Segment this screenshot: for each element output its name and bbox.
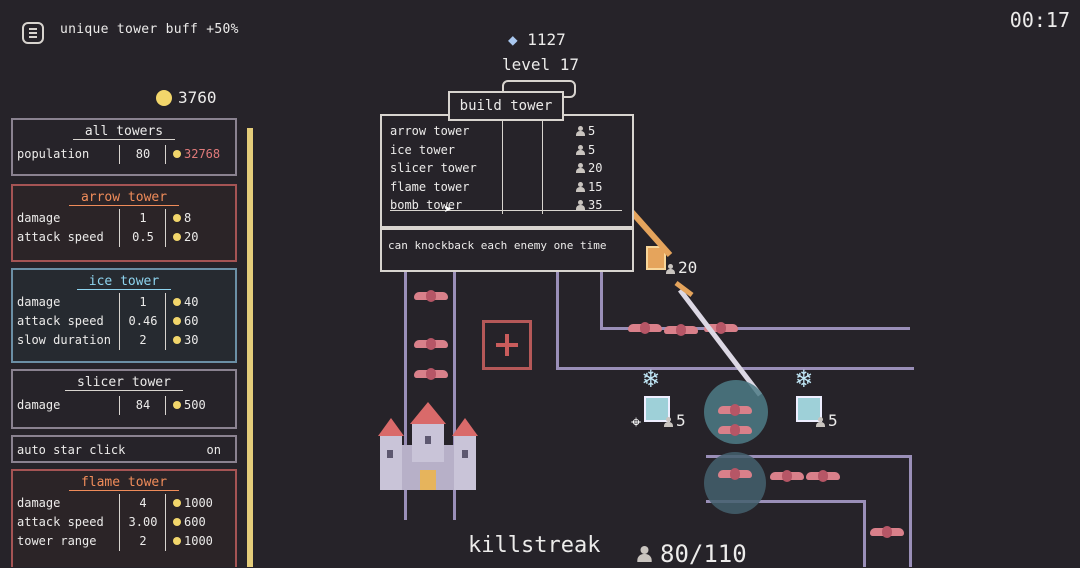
menu-button[interactable] [22,22,44,44]
pointer-icon: ➤ [444,202,453,218]
ice-tower[interactable] [644,396,670,422]
bat-enemy [414,338,448,352]
timer: 00:17 [1009,8,1070,32]
ice-tower-cost: 5 [816,411,838,430]
cursor-icon: ⌖ [631,412,642,433]
panel-title: slicer tower [65,375,183,391]
gold-counter: 3760 [156,88,217,107]
bat-enemy [718,424,752,438]
build-option-flame[interactable]: flame tower [390,179,470,194]
panel-title: all towers [72,124,176,140]
build-cost: 15 [576,178,602,197]
enemy-lane [706,500,866,567]
buff-text: unique tower buff +50% [60,22,239,37]
ice-tower-cost: 5 [664,411,686,430]
bat-enemy [718,468,752,482]
slicer-tower-cost: 20 [666,258,697,277]
population-value: 80 [135,147,151,161]
bat-enemy [718,404,752,418]
enemy-lane [600,270,910,330]
build-cost: 20 [576,159,602,178]
bat-enemy [664,324,698,338]
build-option-arrow[interactable]: arrow tower [390,124,470,138]
panel-title: arrow tower [68,190,180,206]
person-icon [637,546,652,562]
bat-enemy [806,470,840,484]
slicer-blade [627,208,762,397]
population-counter: 80/110 [637,540,747,568]
ice-tower[interactable] [796,396,822,422]
gem-icon: ◆ [508,30,518,49]
castle-icon [378,402,478,490]
bat-enemy [704,322,738,336]
build-cost: 5 [576,141,602,160]
build-slot[interactable] [482,320,532,370]
tower-description: can knockback each enemy one time [380,228,634,272]
build-option-slicer[interactable]: slicer tower [390,161,477,175]
panel-title: ice tower [76,274,172,290]
snowflake-icon: ❄ [796,364,812,394]
population-label: population [17,147,90,161]
auto-star-toggle[interactable]: auto star click on [11,435,237,463]
snowflake-icon: ❄ [643,364,659,394]
bat-enemy [628,322,662,336]
build-option-ice[interactable]: ice tower [390,142,456,157]
build-cost: 35 [576,196,602,215]
level-label: level 17 [502,55,580,74]
slicer-tower[interactable] [646,246,666,270]
bat-enemy [414,290,448,304]
auto-star-label: auto star click [17,443,126,457]
auto-star-state: on [206,443,221,457]
popup-title: build tower [459,98,553,114]
enemy-lane [706,455,912,567]
panel-title: flame tower [68,475,180,491]
build-tower-menu: arrow tower ice tower slicer tower flame… [380,114,634,228]
build-cost: 5 [576,122,602,141]
panel-all-towers: all towers population 80 32768 [11,118,237,176]
bat-enemy [414,368,448,382]
killstreak-label: killstreak [468,533,601,558]
upgrade-cost[interactable]: 32768 [173,147,220,161]
build-tower-title: build tower [448,91,564,121]
frozen-enemy [704,452,766,514]
gem-counter: ◆ 1127 [508,30,566,49]
bat-enemy [770,470,804,484]
panel-scrollbar[interactable] [247,128,253,567]
enemy-lane [556,270,914,370]
coin-icon [156,89,172,106]
bat-enemy [870,526,904,540]
build-option-bomb[interactable]: bomb tower [390,198,463,212]
